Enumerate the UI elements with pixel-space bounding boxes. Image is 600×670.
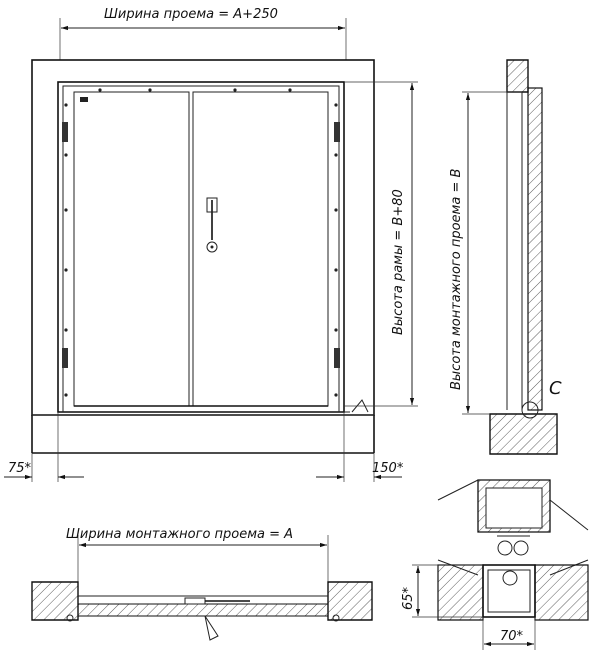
mounting-height-dimension: Высота монтажного проема = B [449, 91, 522, 415]
detail-threshold [482, 564, 536, 618]
frame-bolts [64, 88, 338, 397]
detail-c: 65* 70* [401, 479, 589, 650]
door-leaves [73, 91, 329, 407]
hinge-left-top [62, 122, 68, 142]
hinge-right-top [334, 122, 340, 142]
wall-opening [31, 59, 375, 454]
detail-seal [497, 535, 530, 556]
left-offset-label: 75* [8, 461, 32, 476]
leaf-section [527, 87, 543, 411]
door-handle [206, 197, 218, 253]
right-offset-label: 150* [372, 461, 404, 476]
hinge-left-bottom [62, 348, 68, 368]
floor-section [489, 413, 558, 455]
detail-width-dimension: 70* [482, 617, 536, 650]
plan-section: Ширина монтажного проема = A [31, 527, 373, 641]
detail-floor-left [437, 564, 484, 621]
opening-width-label: Ширина проема = A+250 [104, 7, 278, 22]
opening-width-dimension: Ширина проема = A+250 [59, 7, 347, 60]
detail-height-dimension: 65* [401, 564, 483, 618]
detail-c-marker: C [549, 378, 562, 399]
frame-height-label: Высота рамы = B+80 [391, 189, 406, 335]
door-frame [57, 81, 345, 413]
detail-c-circle [521, 401, 539, 419]
offset-dimensions: 75* 150* [4, 412, 404, 482]
side-section: C Высота монтажного проема = B [449, 59, 562, 455]
plan-handle [184, 597, 250, 641]
hinges [62, 122, 340, 368]
threshold [60, 399, 369, 413]
mounting-width-dimension: Ширина монтажного проема = A [66, 527, 329, 592]
detail-height-label: 65* [401, 586, 416, 610]
plan-wall-left [31, 581, 79, 621]
nameplate [80, 97, 88, 102]
mounting-height-label: Высота монтажного проема = B [449, 169, 464, 390]
front-view: Ширина проема = A+250 [4, 7, 418, 482]
plan-leaves [77, 603, 329, 617]
hinge-right-bottom [334, 348, 340, 368]
detail-floor-right [534, 564, 589, 621]
plan-wall-right [327, 581, 373, 621]
detail-width-label: 70* [500, 629, 524, 644]
frame-height-dimension: Высота рамы = B+80 [344, 81, 418, 407]
wall-top-section [506, 59, 529, 93]
mounting-width-label: Ширина монтажного проема = A [66, 527, 293, 542]
